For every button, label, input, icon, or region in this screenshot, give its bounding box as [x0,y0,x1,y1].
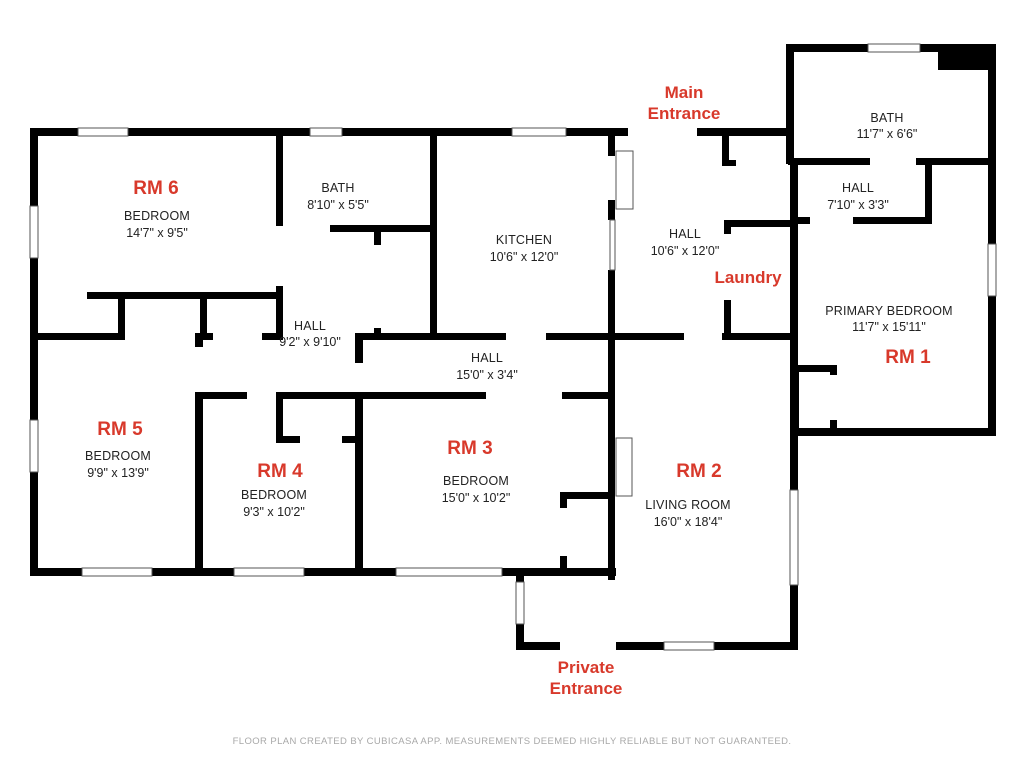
private-entrance-line2: Entrance [549,679,623,698]
room-dims-rm3: 15'0" x 10'2" [441,491,511,505]
room-name-hall-main: HALL [668,227,702,241]
room-name-bath2: BATH [870,111,904,125]
room-name-kitchen: KITCHEN [495,233,553,247]
room-name-rm3: BEDROOM [443,474,509,488]
walls [30,44,996,650]
room-dims-rm5: 9'9" x 13'9" [87,466,149,480]
room-dims-rm6: 14'7" x 9'5" [126,226,188,240]
windows [29,43,997,651]
room-name-rm4: BEDROOM [241,488,307,502]
room-dims-hall-long: 15'0" x 3'4" [456,368,518,382]
room-tag-rm6: RM 6 [133,178,179,199]
room-name-rm5: BEDROOM [85,449,151,463]
room-name-rm1: PRIMARY BEDROOM [825,304,953,318]
room-name-bath1: BATH [321,181,355,195]
room-name-rm6: BEDROOM [124,209,190,223]
private-entrance-label: Private Entrance [550,657,623,699]
laundry-label: Laundry [714,268,782,287]
room-name-rm2: LIVING ROOM [645,498,731,512]
room-dims-rm2: 16'0" x 18'4" [653,515,723,529]
room-tag-rm3: RM 3 [447,438,493,459]
room-name-hall-small: HALL [841,181,875,195]
room-tag-rm4: RM 4 [257,461,303,482]
private-entrance-line1: Private [557,658,615,677]
room-dims-bath2: 11'7" x 6'6" [856,127,918,141]
footer-disclaimer: FLOOR PLAN CREATED BY CUBICASA APP. MEAS… [232,736,792,747]
main-entrance-label: Main Entrance [648,82,721,124]
room-tag-rm5: RM 5 [97,419,143,440]
room-tag-rm1: RM 1 [885,347,931,368]
main-entrance-line1: Main [664,83,704,102]
room-dims-kitchen: 10'6" x 12'0" [489,250,559,264]
room-name-hall-long: HALL [470,351,504,365]
main-entrance-line2: Entrance [647,104,721,123]
room-dims-rm4: 9'3" x 10'2" [243,505,305,519]
room-dims-hall-small: 7'10" x 3'3" [827,198,889,212]
room-dims-rm1: 11'7" x 15'11" [852,320,926,334]
room-dims-hall-center: 9'2" x 9'10" [279,335,341,349]
room-name-hall-center: HALL [293,319,327,333]
room-dims-bath1: 8'10" x 5'5" [307,198,369,212]
room-tag-rm2: RM 2 [676,461,722,482]
room-dims-hall-main: 10'6" x 12'0" [650,244,720,258]
